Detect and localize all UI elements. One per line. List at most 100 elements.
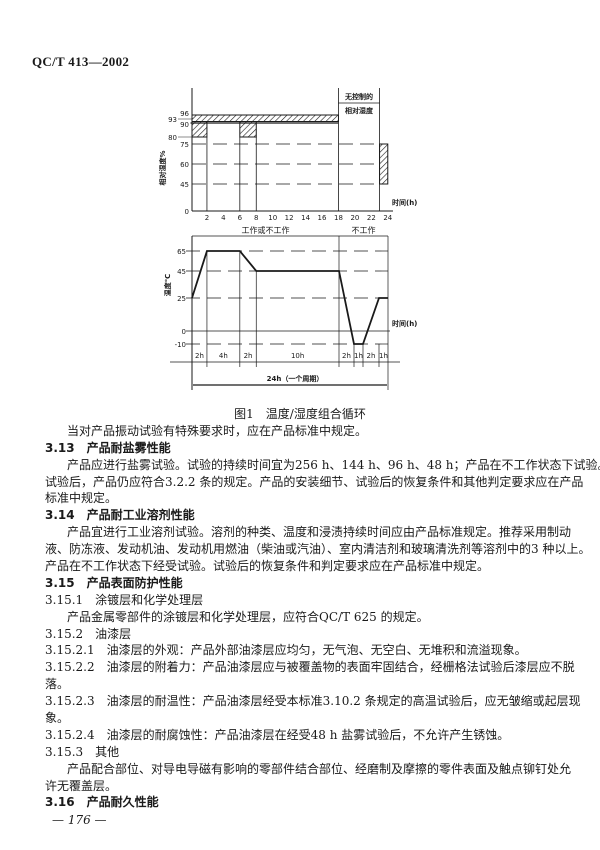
y-axis-label: 温度℃: [163, 274, 172, 296]
humidity-band-93-96: [191, 114, 339, 122]
line-text: 产品在不工作状态下经受试验。试验后的恢复条件和判定要求应在产品标准中规定。: [45, 559, 490, 574]
uncontrolled-label: 相对湿度: [345, 106, 374, 115]
text-line: 标准中规定。: [0, 490, 600, 507]
x-tick-label: 14: [301, 214, 310, 222]
line-text: 3.15.1 涂镀层和化学处理层: [45, 592, 204, 607]
line-text: 象。: [45, 711, 70, 726]
text-line: 许无覆盖层。: [0, 778, 600, 795]
text-line: 3.15.2.1 油漆层的外观：产品外部油漆层应均匀，无气泡、无空白、无堆积和流…: [0, 642, 600, 659]
text-line: 象。: [0, 710, 600, 727]
text-line: 3.15.1 涂镀层和化学处理层: [0, 592, 600, 609]
duration-label: 10h: [291, 352, 304, 360]
line-text: 产品宜进行工业溶剂试验。溶剂的种类、温度和浸渍持续时间应由产品标准规定。推荐采用…: [67, 525, 572, 540]
line-text: 产品应进行盐雾试验。试验的持续时间宜为256 h、144 h、96 h、48 h…: [67, 457, 600, 472]
x-tick-label: 8: [254, 214, 258, 222]
y-tick-label: 75: [180, 141, 189, 149]
line-text: 3.15.2.4 油漆层的耐腐蚀性：产品油漆层在经受48 h 盐雾试验后，不允许…: [45, 727, 510, 742]
text-line: 3.15.2.3 油漆层的耐温性：产品油漆层经受本标准3.10.2 条规定的高温…: [0, 693, 600, 710]
phase-not-working-label: 不工作: [352, 225, 376, 235]
line-text: 标准中规定。: [45, 491, 118, 506]
document-code: QC/T 413—2002: [32, 54, 130, 69]
y-tick-label: 90: [180, 121, 189, 129]
y-tick-label: 60: [180, 161, 189, 169]
x-axis-label: 时间(h): [392, 319, 417, 328]
line-text: 3.15 产品表面防护性能: [45, 575, 183, 590]
y-tick-label: 45: [177, 268, 186, 276]
body-text: 图1 温度/湿度组合循环当对产品振动试验有特殊要求时，应在产品标准中规定。 3.1…: [0, 406, 600, 811]
line-text: 产品金属零部件的涂镀层和化学处理层，应符合QC/T 625 的规定。: [67, 609, 429, 624]
y-tick-label: 96: [180, 110, 189, 118]
y-tick-label: 80: [168, 134, 177, 142]
section-heading: 3.16 产品耐久性能: [0, 794, 600, 811]
section-heading: 3.13 产品耐盐雾性能: [0, 440, 600, 457]
duration-label: 1h: [354, 352, 363, 360]
x-tick-label: 2: [205, 214, 209, 222]
humidity-band-80-90: [239, 121, 257, 138]
y-tick-label: 93: [168, 116, 177, 124]
text-line: 当对产品振动试验有特殊要求时，应在产品标准中规定。: [0, 423, 600, 440]
text-line: 产品宜进行工业溶剂试验。溶剂的种类、温度和浸渍持续时间应由产品标准规定。推荐采用…: [0, 524, 600, 541]
line-text: 3.15.2.2 油漆层的附着力：产品油漆层应与被覆盖物的表面牢固结合，经栅格法…: [45, 660, 575, 675]
line-text: 图1 温度/湿度组合循环: [234, 407, 366, 421]
line-text: 3.15.2 油漆层: [45, 626, 132, 641]
x-tick-label: 24: [383, 214, 392, 222]
y-tick-label: 25: [177, 295, 186, 303]
y-tick-label: 0: [185, 208, 189, 216]
duration-label: 2h: [367, 352, 376, 360]
temperature-profile-line: [191, 250, 388, 345]
line-text: 3.15.3 其他: [45, 744, 120, 759]
duration-label: 1h: [379, 352, 388, 360]
y-tick-label: 45: [180, 181, 189, 189]
duration-label: 4h: [219, 352, 228, 360]
line-text: 产品配合部位、对导电导磁有影响的零部件结合部位、经磨制及摩擦的零件表面及触点铆钉…: [67, 761, 572, 776]
text-line: 试验后，产品仍应符合3.2.2 条的规定。产品的安装细节、试验后的恢复条件和其他…: [0, 474, 600, 491]
text-line: 落。: [0, 676, 600, 693]
text-line: 产品配合部位、对导电导磁有影响的零部件结合部位、经磨制及摩擦的零件表面及触点铆钉…: [0, 761, 600, 778]
phase-working-label: 工作或不工作: [242, 225, 290, 235]
x-tick-label: 16: [318, 214, 327, 222]
text-line: 产品金属零部件的涂镀层和化学处理层，应符合QC/T 625 的规定。: [0, 609, 600, 626]
line-text: 液、防冻液、发动机油、发动机用燃油（柴油或汽油）、室内清洁剂和玻璃清洗剂等溶剂中…: [45, 542, 591, 557]
x-tick-label: 12: [285, 214, 294, 222]
x-tick-label: 22: [367, 214, 376, 222]
cycle-label: 24h（一个周期）: [267, 374, 324, 383]
page-number: — 176 —: [52, 813, 107, 827]
x-tick-label: 18: [334, 214, 343, 222]
line-text: 3.15.2.3 油漆层的耐温性：产品油漆层经受本标准3.10.2 条规定的高温…: [45, 694, 581, 709]
text-line: 3.15.2.2 油漆层的附着力：产品油漆层应与被覆盖物的表面牢固结合，经栅格法…: [0, 659, 600, 676]
line-text: 许无覆盖层。: [45, 778, 118, 793]
text-line: 3.15.3 其他: [0, 744, 600, 761]
line-text: 3.14 产品耐工业溶剂性能: [45, 508, 195, 523]
y-axis-label: 相对湿度%: [158, 150, 167, 185]
duration-label: 2h: [195, 352, 204, 360]
x-axis-label: 时间(h): [392, 198, 417, 207]
uncontrolled-label: 无控制的: [344, 92, 373, 101]
humidity-band-80-90: [191, 121, 208, 138]
line-text: 3.15.2.1 油漆层的外观：产品外部油漆层应均匀，无气泡、无空白、无堆积和流…: [45, 643, 527, 658]
line-text: 试验后，产品仍应符合3.2.2 条的规定。产品的安装细节、试验后的恢复条件和其他…: [45, 474, 584, 489]
x-tick-label: 10: [268, 214, 277, 222]
duration-label: 2h: [342, 352, 351, 360]
section-heading: 3.14 产品耐工业溶剂性能: [0, 507, 600, 524]
line-text: 落。: [45, 677, 70, 692]
y-tick-label: 65: [177, 248, 186, 256]
text-line: 液、防冻液、发动机油、发动机用燃油（柴油或汽油）、室内清洁剂和玻璃清洗剂等溶剂中…: [0, 541, 600, 558]
text-line: 产品在不工作状态下经受试验。试验后的恢复条件和判定要求应在产品标准中规定。: [0, 558, 600, 575]
y-tick-label: -10: [175, 341, 186, 349]
line-text: 当对产品振动试验有特殊要求时，应在产品标准中规定。: [67, 423, 368, 438]
figure-caption: 图1 温度/湿度组合循环: [0, 406, 600, 423]
text-line: 3.15.2.4 油漆层的耐腐蚀性：产品油漆层在经受48 h 盐雾试验后，不允许…: [0, 727, 600, 744]
y-tick-label: 0: [182, 328, 186, 336]
section-heading: 3.15 产品表面防护性能: [0, 575, 600, 592]
humidity-band-45-75: [379, 143, 389, 185]
line-text: 3.16 产品耐久性能: [45, 795, 159, 810]
x-tick-label: 4: [221, 214, 226, 222]
duration-label: 2h: [244, 352, 253, 360]
line-text: 3.13 产品耐盐雾性能: [45, 440, 171, 455]
text-line: 产品应进行盐雾试验。试验的持续时间宜为256 h、144 h、96 h、48 h…: [0, 457, 600, 474]
x-tick-label: 20: [350, 214, 359, 222]
x-tick-label: 6: [238, 214, 243, 222]
